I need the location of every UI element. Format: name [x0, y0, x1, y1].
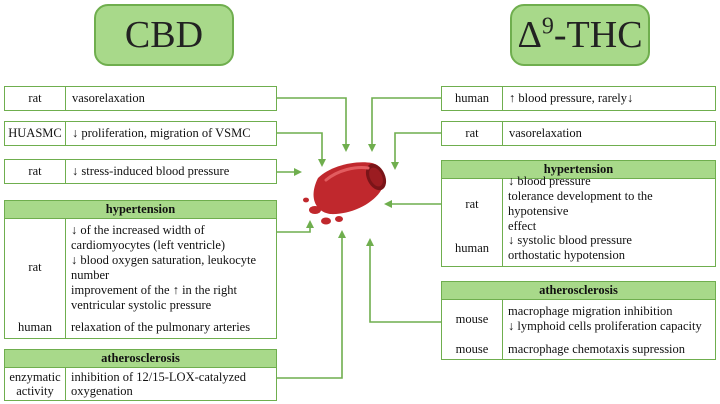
- cbd-row-text: ↓ stress-induced blood pressure: [72, 164, 230, 178]
- arrow-cbd-4: [277, 220, 314, 233]
- text-line: macrophage chemotaxis supression: [508, 341, 686, 356]
- cbd-row-label: HUASMC: [5, 122, 66, 145]
- section-label: rat: [5, 218, 66, 317]
- cbd-row-huasmc: HUASMC ↓ proliferation, migration of VSM…: [4, 121, 277, 146]
- section-label: human: [5, 317, 66, 338]
- arrow-thc-1: [368, 97, 441, 152]
- thc-row-label: human: [442, 87, 503, 110]
- text-line: ↓ lymphoid cells proliferation capacity: [508, 319, 702, 333]
- cbd-row-text: ↓ proliferation, migration of VSMC: [72, 126, 251, 140]
- cbd-row-text: vasorelaxation: [72, 91, 145, 105]
- blood-vessel-icon: [303, 162, 387, 225]
- thc-title: Δ9-THC: [510, 4, 650, 66]
- cbd-row-label: rat: [5, 87, 66, 110]
- arrow-cbd-5: [277, 230, 346, 379]
- thc-atherosclerosis-box: atherosclerosis mouse macrophage migrati…: [441, 281, 716, 360]
- section-text: macrophage chemotaxis supression: [502, 339, 689, 359]
- thc-title-text: Δ9-THC: [517, 13, 643, 56]
- thc-row-label: rat: [442, 122, 503, 145]
- text-line: macrophage migration inhibition: [508, 304, 673, 318]
- text-line: tolerance development to the hypotensive: [508, 189, 653, 218]
- arrow-cbd-1: [277, 97, 350, 152]
- cbd-hypertension-human: human relaxation of the pulmonary arteri…: [5, 317, 276, 338]
- text-line: number: [71, 267, 110, 282]
- text-line: ventricular systolic pressure: [71, 297, 212, 312]
- thc-row-text: ↑ blood pressure, rarely↓: [509, 91, 634, 105]
- text-line: oxygenation: [71, 383, 133, 398]
- cbd-atherosclerosis-box: atherosclerosis enzymatic activity inhib…: [4, 349, 277, 401]
- text-line: inhibition of 12/15-LOX-catalyzed: [71, 369, 246, 384]
- thc-row-text: vasorelaxation: [509, 126, 582, 140]
- text-line: cardiomyocytes (left ventricle): [71, 237, 226, 252]
- text-line: ↓ blood oxygen saturation, leukocyte: [71, 252, 257, 267]
- text-line: improvement of the ↑ in the right: [71, 282, 237, 297]
- section-label: mouse: [442, 339, 503, 359]
- cbd-row-label: rat: [5, 160, 66, 183]
- thc-hypertension-header: hypertension: [442, 161, 715, 179]
- label-line: enzymatic: [9, 369, 61, 384]
- section-text: ↓ blood pressure tolerance development t…: [502, 174, 715, 233]
- text-line: ↓ of the increased width of: [71, 222, 205, 237]
- arrow-thc-2: [391, 132, 441, 170]
- arrow-cbd-2: [277, 132, 326, 167]
- section-label: mouse: [442, 299, 503, 339]
- text-line: ↓ systolic blood pressure: [508, 233, 632, 247]
- cbd-row-stress: rat ↓ stress-induced blood pressure: [4, 159, 277, 184]
- section-text: ↓ of the increased width of cardiomyocyt…: [65, 218, 260, 317]
- cbd-title-text: CBD: [124, 14, 204, 56]
- section-text: macrophage migration inhibition ↓ lympho…: [502, 299, 706, 339]
- text-line: orthostatic hypotension: [508, 248, 625, 262]
- text-line: ↓ blood pressure: [508, 174, 591, 188]
- section-label: rat: [442, 178, 503, 230]
- text-line: effect: [508, 219, 537, 233]
- section-text: relaxation of the pulmonary arteries: [65, 317, 254, 338]
- cbd-atherosclerosis-enzymatic: enzymatic activity inhibition of 12/15-L…: [5, 367, 276, 400]
- thc-atherosclerosis-header: atherosclerosis: [442, 282, 715, 300]
- section-label: enzymatic activity: [5, 367, 66, 400]
- cbd-title: CBD: [94, 4, 234, 66]
- cbd-hypertension-header: hypertension: [5, 201, 276, 219]
- thc-row-blood-pressure: human ↑ blood pressure, rarely↓: [441, 86, 716, 111]
- thc-row-vasorelaxation: rat vasorelaxation: [441, 121, 716, 146]
- text-line: relaxation of the pulmonary arteries: [71, 320, 251, 334]
- thc-hypertension-rat: rat ↓ blood pressure tolerance developme…: [442, 174, 715, 233]
- cbd-hypertension-rat: rat ↓ of the increased width of cardiomy…: [5, 218, 276, 317]
- section-label: human: [442, 230, 503, 266]
- label-line: activity: [16, 383, 54, 398]
- cbd-hypertension-box: hypertension rat ↓ of the increased widt…: [4, 200, 277, 339]
- thc-atherosclerosis-mouse-2: mouse macrophage chemotaxis supression: [442, 339, 715, 359]
- section-text: inhibition of 12/15-LOX-catalyzed oxygen…: [65, 367, 250, 400]
- section-text: ↓ systolic blood pressure orthostatic hy…: [502, 230, 636, 266]
- thc-atherosclerosis-mouse-1: mouse macrophage migration inhibition ↓ …: [442, 299, 715, 339]
- arrow-thc-4: [366, 238, 441, 323]
- thc-hypertension-human: human ↓ systolic blood pressure orthosta…: [442, 230, 715, 266]
- cbd-atherosclerosis-header: atherosclerosis: [5, 350, 276, 368]
- cbd-row-vasorelaxation: rat vasorelaxation: [4, 86, 277, 111]
- thc-hypertension-box: hypertension rat ↓ blood pressure tolera…: [441, 160, 716, 267]
